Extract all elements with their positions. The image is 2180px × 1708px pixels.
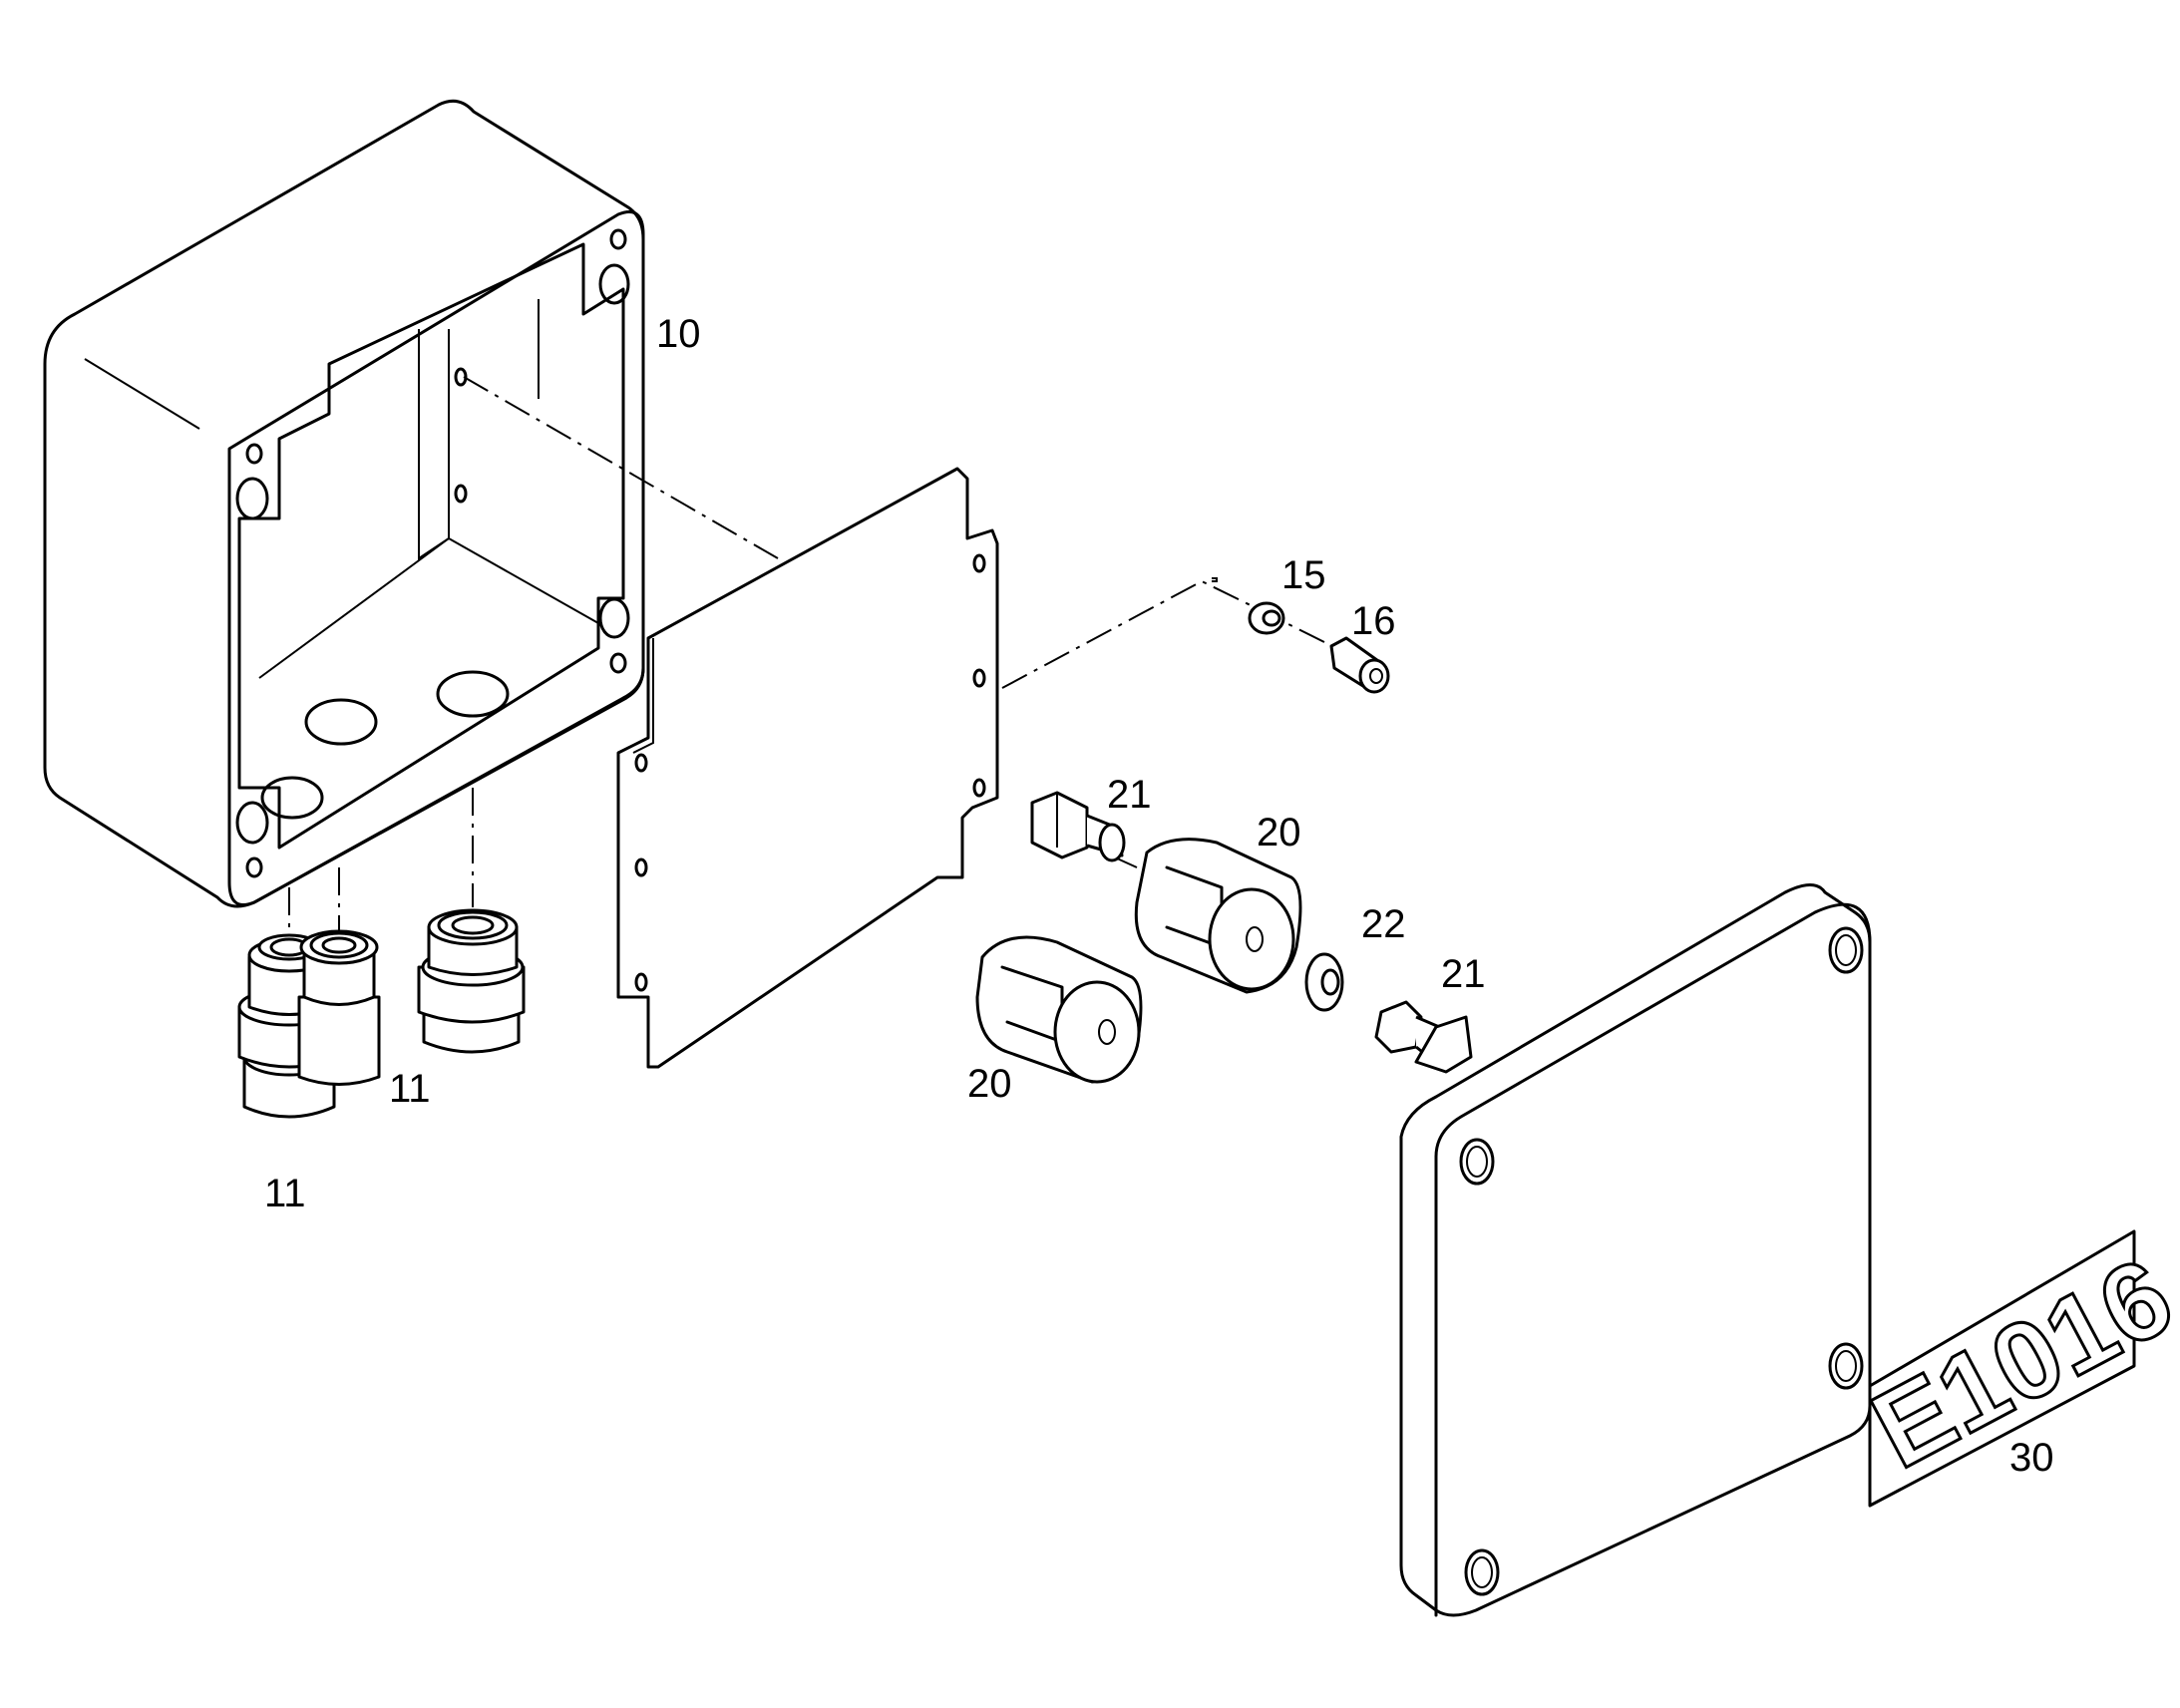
lid <box>1399 883 1872 1617</box>
cable-gland-left <box>237 933 341 1119</box>
cable-gland-right <box>417 908 526 1054</box>
label-washer-large: 22 <box>1361 902 1406 946</box>
small-washer <box>1248 601 1285 635</box>
label-screw-small: 16 <box>1351 599 1396 643</box>
label-vent-plug-b: 20 <box>967 1062 1012 1106</box>
label-gland-b: 11 <box>264 1172 306 1215</box>
bolt-lower <box>1374 1000 1473 1074</box>
label-gland-a: 11 <box>389 1067 431 1111</box>
label-bolt-b: 21 <box>1441 952 1486 996</box>
part-labels: 10 11 11 15 16 21 20 22 21 20 30 <box>264 312 2054 1480</box>
gasket <box>616 467 999 1069</box>
label-vent-plug-a: 20 <box>1257 811 1301 854</box>
label-name-plate: 30 <box>2009 1436 2054 1480</box>
label-washer-small: 15 <box>1281 553 1326 597</box>
large-washer <box>1304 952 1344 1012</box>
cable-gland-middle <box>297 929 381 1086</box>
small-screw <box>1329 636 1390 694</box>
bolt-upper <box>1030 791 1126 862</box>
vent-plug-lower <box>975 935 1143 1084</box>
label-bolt-a: 21 <box>1107 773 1152 817</box>
label-enclosure: 10 <box>656 312 701 356</box>
enclosure-box <box>43 99 645 908</box>
vent-plug-upper <box>1134 838 1302 994</box>
